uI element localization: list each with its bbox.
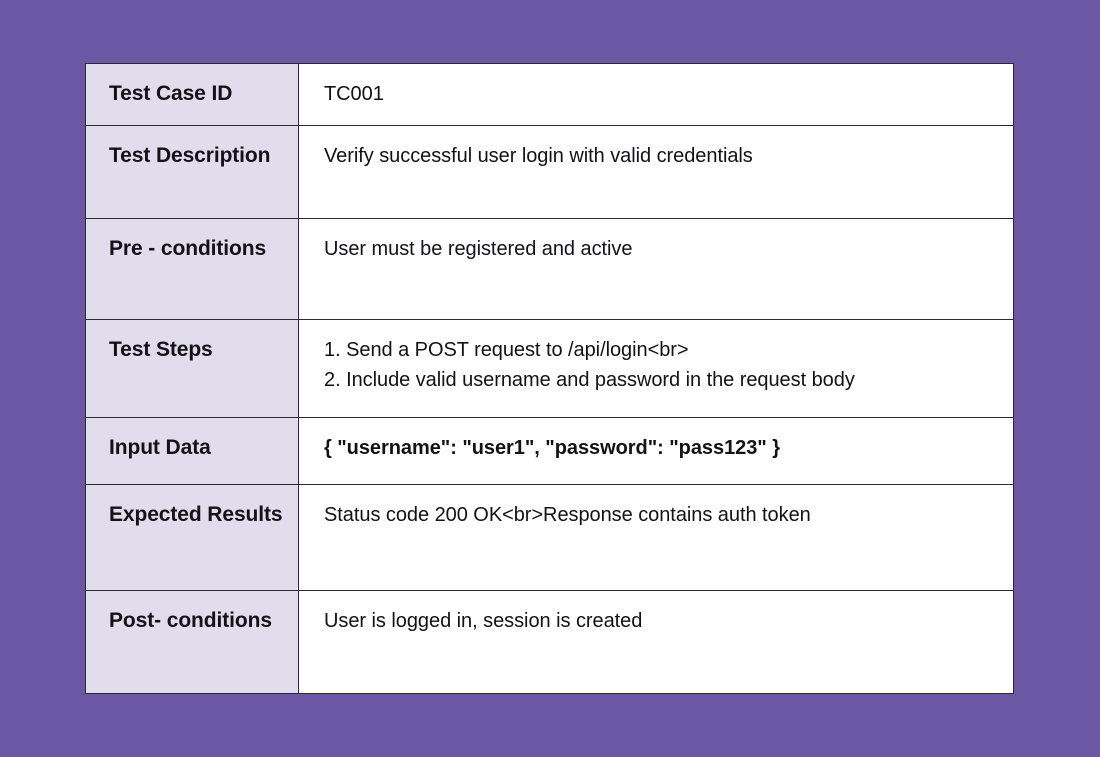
row-value-test-steps: 1. Send a POST request to /api/login<br>…	[298, 319, 1014, 418]
row-label-test-case-id: Test Case ID	[85, 63, 299, 126]
row-value-test-description: Verify successful user login with valid …	[298, 125, 1014, 219]
table-row: Test Steps 1. Send a POST request to /ap…	[85, 319, 1014, 418]
table-row: Input Data { "username": "user1", "passw…	[85, 417, 1014, 485]
row-value-input-data: { "username": "user1", "password": "pass…	[298, 417, 1014, 485]
row-value-pre-conditions: User must be registered and active	[298, 218, 1014, 320]
row-label-test-steps: Test Steps	[85, 319, 299, 418]
table-body: Test Case ID TC001 Test Description Veri…	[85, 63, 1014, 694]
table-row: Test Description Verify successful user …	[85, 125, 1014, 219]
table-row: Pre - conditions User must be registered…	[85, 218, 1014, 320]
table-row: Post- conditions User is logged in, sess…	[85, 590, 1014, 694]
row-value-expected-results: Status code 200 OK<br>Response contains …	[298, 484, 1014, 591]
row-label-test-description: Test Description	[85, 125, 299, 219]
row-value-post-conditions: User is logged in, session is created	[298, 590, 1014, 694]
test-case-table: Test Case ID TC001 Test Description Veri…	[85, 63, 1014, 694]
row-label-pre-conditions: Pre - conditions	[85, 218, 299, 320]
table-row: Test Case ID TC001	[85, 63, 1014, 126]
row-label-post-conditions: Post- conditions	[85, 590, 299, 694]
row-label-expected-results: Expected Results	[85, 484, 299, 591]
row-value-test-case-id: TC001	[298, 63, 1014, 126]
table-row: Expected Results Status code 200 OK<br>R…	[85, 484, 1014, 591]
row-label-input-data: Input Data	[85, 417, 299, 485]
